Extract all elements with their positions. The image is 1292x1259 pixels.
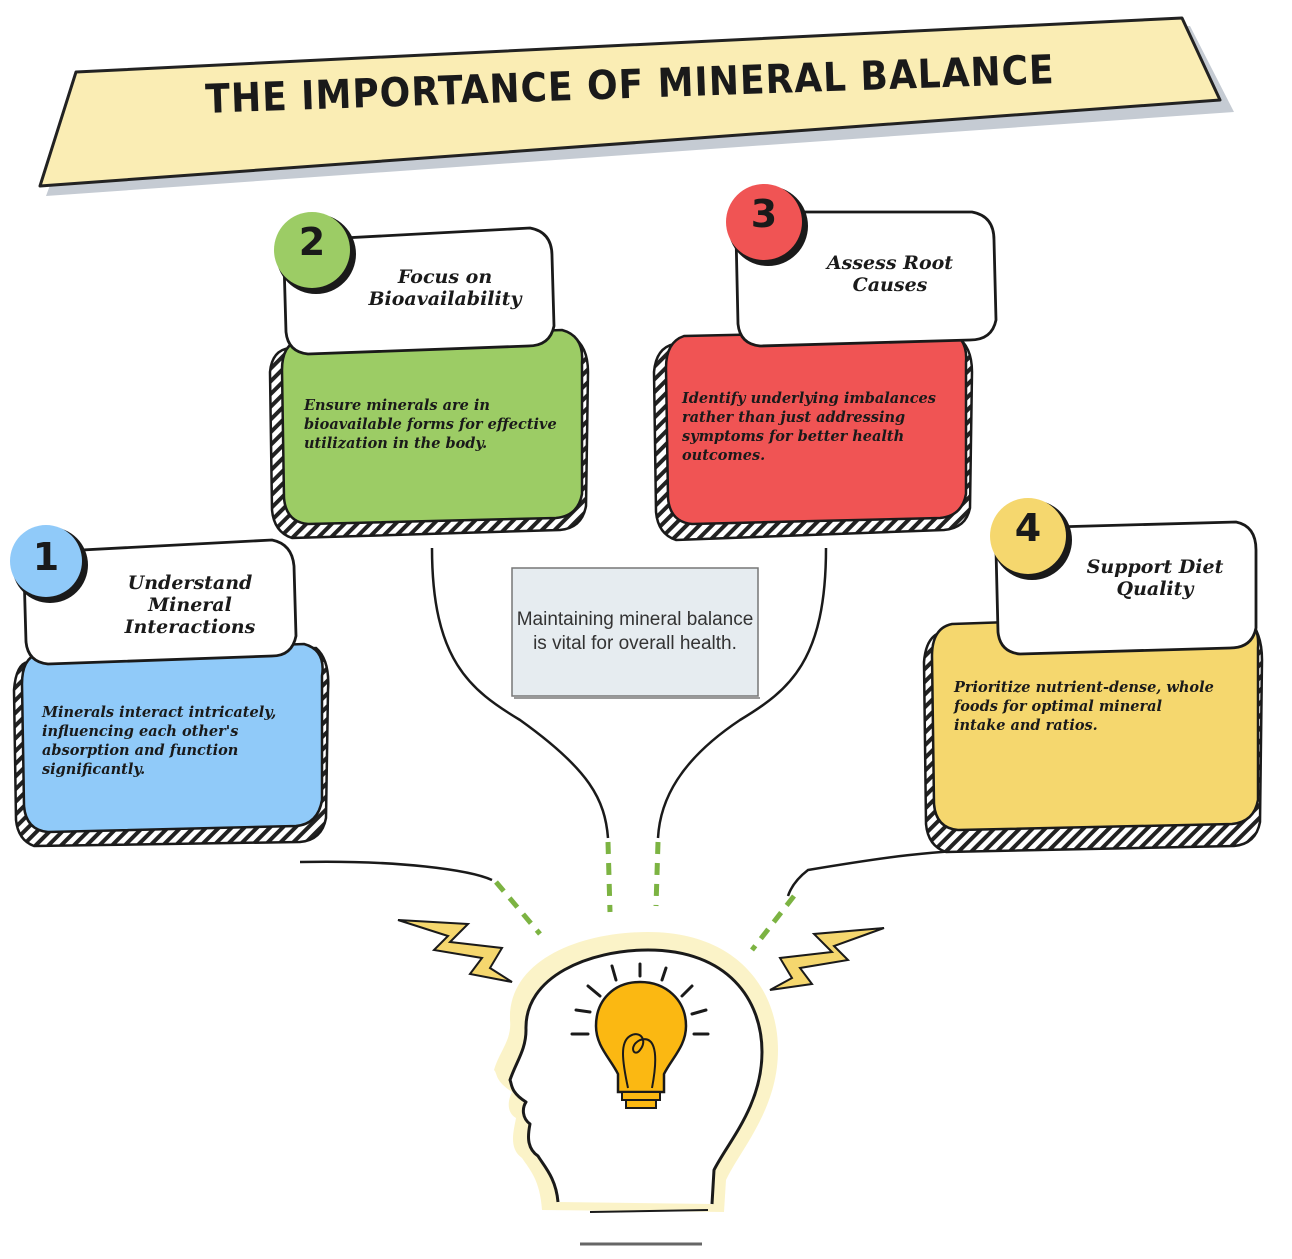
card-4-description: Prioritize nutrient-dense, whole foods f… (954, 679, 1214, 734)
card-4-title: Support Diet Quality (1086, 556, 1224, 600)
card-2-title: Focus on Bioavailability (368, 266, 522, 310)
card-1 (10, 525, 330, 848)
center-note-text: Maintaining mineral balance is vital for… (516, 609, 754, 654)
step-number-4: 4 (1014, 506, 1042, 550)
card-4 (922, 498, 1264, 854)
step-number-3: 3 (750, 192, 778, 236)
card-3-title: Assess Root Causes (826, 252, 954, 296)
step-number-2: 2 (298, 220, 326, 264)
center-note-box (511, 567, 760, 699)
card-1-description: Minerals interact intricately, influenci… (42, 704, 277, 778)
lightning-bolt-icon (769, 927, 885, 991)
light-bulb-icon (570, 962, 710, 1109)
dashed-connectors (494, 841, 796, 952)
card-2-description: Ensure minerals are in bioavailable form… (304, 397, 557, 452)
card-2 (268, 212, 590, 540)
lightning-bolt-icon (397, 919, 513, 983)
step-number-1: 1 (32, 535, 60, 579)
title-banner (38, 16, 1234, 196)
card-3-description: Identify underlying imbalances rather th… (682, 390, 936, 464)
card-1-title: Understand Mineral Interactions (124, 572, 256, 638)
card-3 (652, 184, 998, 542)
